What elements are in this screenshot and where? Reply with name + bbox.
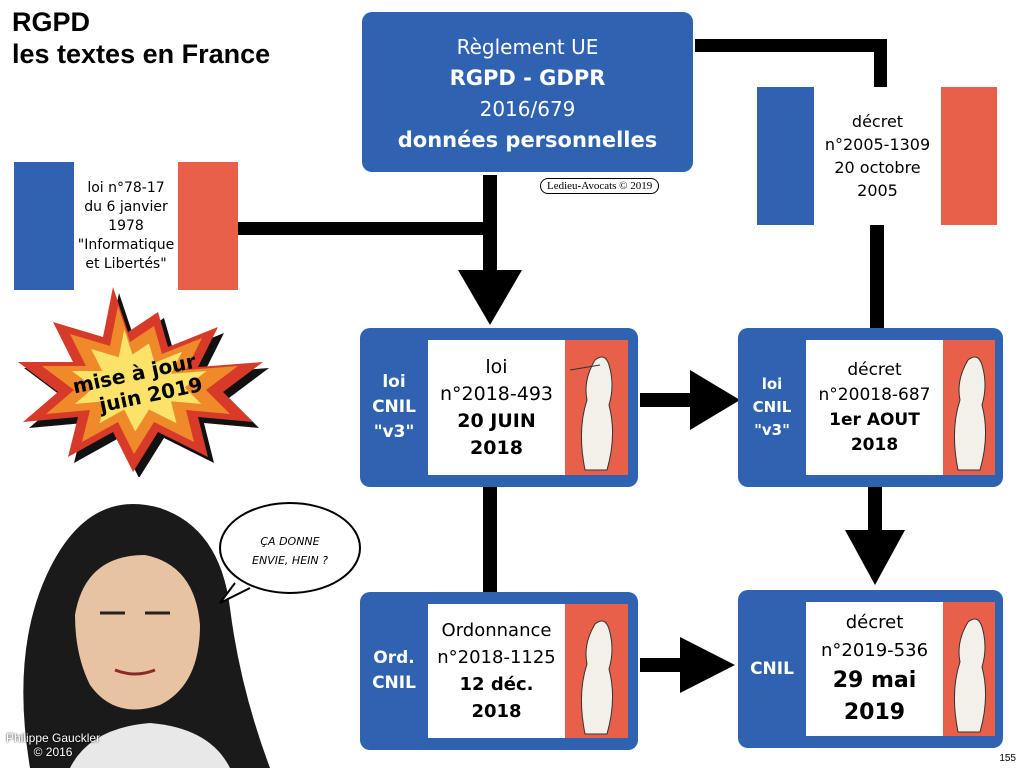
speech-text: ÇA DONNE [260, 535, 319, 548]
card-text: loi [485, 355, 508, 378]
flag-text: loi n°78-17 [87, 179, 165, 196]
connector-line [874, 39, 887, 89]
flag-text: du 6 janvier [84, 198, 168, 215]
rgpd-box: Règlement UE RGPD - GDPR 2016/679 donnée… [362, 12, 693, 172]
title-line: RGPD [12, 7, 91, 37]
card-date: 2018 [850, 434, 899, 455]
flag-decret-2005: décret n°2005-1309 20 octobre 2005 [757, 87, 997, 225]
title-line: les textes en France [12, 39, 271, 69]
credit-label: Ledieu-Avocats © 2019 [540, 178, 660, 194]
page-number: 155 [999, 753, 1016, 764]
justice-statue-icon [943, 602, 995, 736]
justice-statue-icon [565, 340, 628, 475]
flag-text: 20 octobre [834, 158, 921, 177]
card-label: CNIL [750, 658, 794, 679]
slide-title: RGPD les textes en France [12, 6, 270, 70]
justice-statue-icon [943, 340, 995, 475]
card-text: n°20018-687 [818, 384, 931, 405]
card-ordonnance-2018-1125: Ord. CNIL Ordonnance n°2018-1125 12 déc. 201… [360, 592, 638, 750]
flag-text: 2005 [857, 181, 898, 200]
card-label: "v3" [373, 422, 415, 442]
connector-line [695, 39, 887, 52]
card-label: CNIL [372, 397, 416, 417]
card-date: 2018 [470, 436, 523, 459]
card-text: décret [847, 359, 902, 380]
card-label: loi [382, 372, 406, 392]
connector-line [870, 225, 884, 328]
speech-bubble: ÇA DONNE ENVIE, HEIN ? [219, 502, 361, 604]
connector-line [238, 222, 496, 235]
arrowhead [845, 530, 905, 585]
arrowhead [458, 270, 522, 325]
card-date: 20 JUIN [457, 409, 536, 432]
lawyer-character-illustration [23, 504, 271, 768]
artist-credit: Philippe Gauckler© 2016 [6, 731, 100, 759]
box-line: Règlement UE [456, 35, 599, 59]
card-date: 2018 [471, 701, 522, 722]
arrowhead [680, 637, 735, 693]
connector-line [640, 393, 695, 407]
burst-icon: mise à jour juin 2019 [18, 287, 269, 477]
connector-line [640, 658, 685, 672]
flag-text: et Libertés" [85, 255, 167, 272]
card-text: n°2018-493 [439, 382, 554, 405]
card-text: Ordonnance [441, 620, 552, 641]
card-label: Ord. [373, 648, 415, 668]
card-date: 2019 [843, 700, 906, 725]
flag-text: 1978 [108, 217, 144, 234]
artist-year: © 2016 [33, 745, 73, 759]
card-text: n°2018-1125 [437, 647, 556, 668]
connector-line [483, 175, 497, 275]
card-decret-2019-536: CNIL décret n°2019-536 29 mai 2019 [738, 590, 1003, 748]
flag-text: "Informatique [77, 236, 175, 253]
card-date: 12 déc. [459, 674, 534, 695]
box-line: données personnelles [397, 128, 658, 152]
card-label: CNIL [752, 398, 792, 416]
card-text: n°2019-536 [820, 640, 929, 661]
speech-text: ENVIE, HEIN ? [252, 554, 328, 567]
connector-line [483, 487, 497, 592]
arrowhead [690, 370, 740, 430]
artist-name: Philippe Gauckler [6, 731, 101, 745]
flag-text: décret [851, 112, 904, 131]
flag-text: n°2005-1309 [824, 135, 931, 154]
card-date: 1er AOUT [829, 409, 920, 430]
card-label: loi [761, 375, 783, 393]
justice-statue-icon [565, 604, 628, 738]
flag-loi-1978: loi n°78-17 du 6 janvier 1978 "Informati… [14, 162, 238, 290]
card-label: CNIL [372, 673, 416, 693]
card-text: décret [845, 612, 904, 633]
connector-line [868, 487, 882, 532]
card-label: "v3" [754, 421, 790, 439]
box-line: RGPD - GDPR [449, 66, 606, 90]
card-date: 29 mai [832, 668, 917, 693]
box-line: 2016/679 [479, 97, 576, 121]
